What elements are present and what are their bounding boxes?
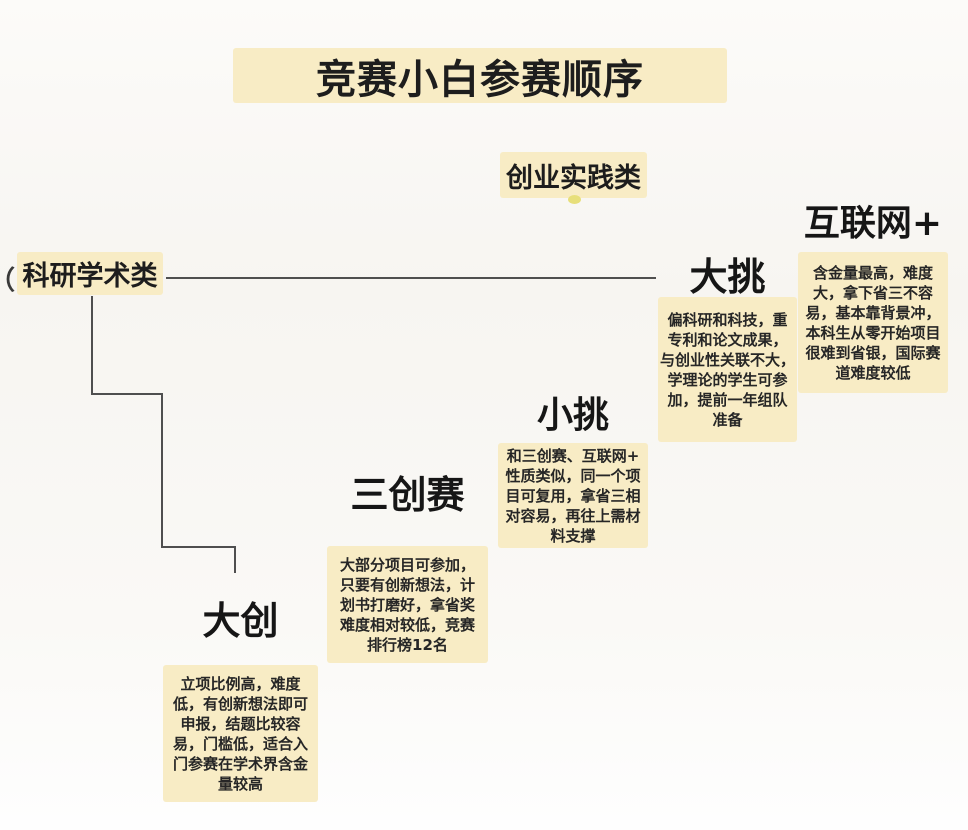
node-label-xiaotiao: 小挑	[536, 395, 609, 436]
category-entrepreneurship-label: 创业实践类	[506, 162, 641, 194]
node-label-internet-plus: 互联网+	[803, 203, 943, 244]
highlight-dot	[568, 195, 581, 204]
node-desc-internet-plus: 含金量最高，难度 大，拿下省三不容 易，基本靠背景冲， 本科生从零开始项目 很难…	[798, 252, 948, 393]
node-label-sanchuangsai: 三创赛	[350, 473, 465, 517]
node-label-datiao: 大挑	[689, 255, 766, 299]
node-desc-dachuang: 立项比例高，难度 低，有创新想法即可 申报，结题比较容 易，门槛低，适合入 门参…	[163, 665, 318, 802]
node-desc-sanchuangsai: 大部分项目可参加， 只要有创新想法，计 划书打磨好，拿省奖 难度相对较低，竞赛 …	[327, 546, 488, 663]
node-desc-xiaotiao: 和三创赛、互联网+ 性质类似，同一个项 目可复用，拿省三相 对容易，再往上需材 …	[498, 443, 648, 548]
category-research-academic: 科研学术类	[17, 252, 163, 295]
category-research-label: 科研学术类	[22, 261, 158, 292]
cropped-edge-mark: （	[0, 260, 15, 297]
node-desc-datiao: 偏科研和科技，重 专利和论文成果， 与创业性关联不大， 学理论的学生可参 加，提…	[658, 297, 797, 442]
category-entrepreneurship-practice: 创业实践类	[500, 152, 647, 198]
page-title: 竞赛小白参赛顺序	[233, 48, 727, 103]
connector-research-steps-to-dachuang	[91, 296, 236, 573]
node-label-dachuang: 大创	[202, 599, 279, 643]
page-title-text: 竞赛小白参赛顺序	[316, 56, 644, 103]
